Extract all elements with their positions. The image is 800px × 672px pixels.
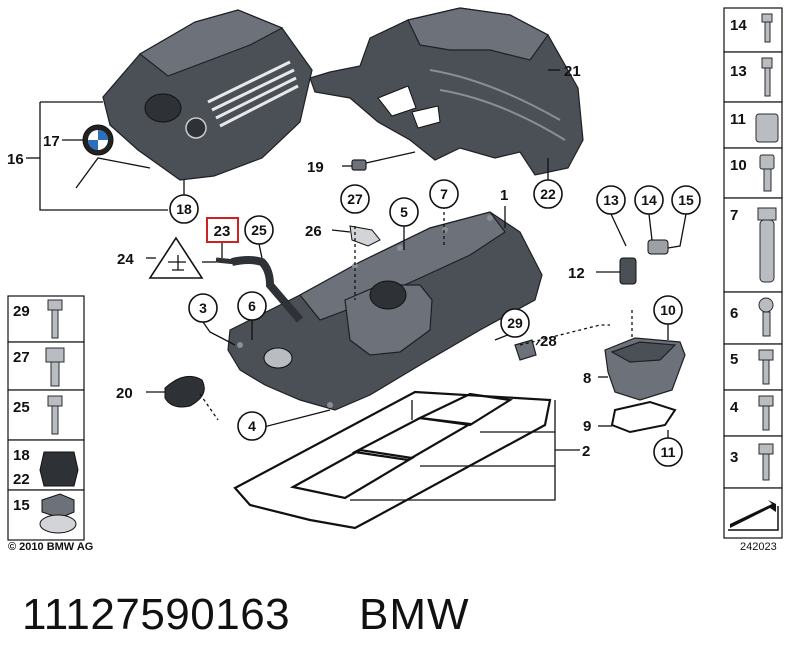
callout-16: 16 [7, 151, 24, 168]
callout-21: 21 [564, 63, 581, 80]
left-legend [7, 295, 85, 541]
callout-23: 23 [214, 223, 231, 240]
valve-12-illustration [619, 239, 669, 285]
callout-4: 4 [248, 418, 256, 434]
callout-27-circle: 27 [340, 184, 370, 214]
callout-2: 2 [582, 443, 590, 460]
callout-15-circle: 15 [671, 185, 701, 215]
drawing-number: 242023 [740, 541, 777, 553]
legend-15: 15 [13, 497, 30, 514]
callout-7: 7 [440, 186, 448, 202]
brand-name: BMW [359, 590, 470, 639]
callout-29-circle: 29 [500, 308, 530, 338]
right-legend [723, 7, 783, 539]
callout-11: 11 [661, 444, 676, 460]
callout-5: 5 [400, 204, 408, 220]
callout-19: 19 [307, 159, 324, 176]
callout-26: 26 [305, 223, 322, 240]
callout-28: 28 [540, 333, 557, 350]
callout-11-circle: 11 [653, 437, 683, 467]
callout-18: 18 [176, 201, 192, 217]
callout-14: 14 [641, 192, 657, 208]
legend-6: 6 [730, 305, 738, 322]
legend-3: 3 [730, 449, 738, 466]
callout-15: 15 [678, 192, 694, 208]
callout-10-circle: 10 [653, 295, 683, 325]
legend-29: 29 [13, 303, 30, 320]
legend-25: 25 [13, 399, 30, 416]
bmw-emblem-icon [82, 124, 114, 156]
legend-18: 18 [13, 447, 30, 464]
callout-25: 25 [251, 222, 267, 238]
callout-3: 3 [199, 300, 207, 316]
callout-6: 6 [248, 298, 256, 314]
legend-7: 7 [730, 207, 738, 224]
legend-13: 13 [730, 63, 747, 80]
callout-25-circle: 25 [244, 215, 274, 245]
oil-separator-illustration [604, 337, 686, 434]
callout-22: 22 [540, 186, 556, 202]
callout-18-circle: 18 [169, 194, 199, 224]
callout-29: 29 [507, 315, 523, 331]
legend-27: 27 [13, 349, 30, 366]
clip-28-illustration [514, 339, 537, 361]
callout-27: 27 [347, 191, 363, 207]
callout-9: 9 [583, 418, 591, 435]
callout-7-circle: 7 [429, 179, 459, 209]
legend-4: 4 [730, 399, 739, 416]
legend-14: 14 [730, 17, 747, 34]
parts-diagram: 16 17 19 21 24 26 1 12 28 20 8 9 2 18 22… [7, 7, 783, 541]
callout-3-circle: 3 [188, 293, 218, 323]
gasket-set-illustration [233, 390, 552, 530]
legend-22: 22 [13, 471, 30, 488]
callout-8: 8 [583, 370, 591, 387]
part-number: 11127590163 [22, 590, 291, 639]
callout-13: 13 [603, 192, 619, 208]
clip-19-illustration [351, 159, 367, 171]
callout-20: 20 [116, 385, 133, 402]
acoustic-cover-illustration [309, 7, 584, 176]
callout-1: 1 [500, 187, 508, 204]
callout-5-circle: 5 [389, 197, 419, 227]
callout-22-circle: 22 [533, 179, 563, 209]
callout-17: 17 [43, 133, 60, 150]
legend-10: 10 [730, 157, 747, 174]
callout-23-highlight: 23 [206, 217, 239, 243]
callout-13-circle: 13 [596, 185, 626, 215]
callout-24: 24 [117, 251, 134, 268]
callout-4-circle: 4 [237, 411, 267, 441]
legend-5: 5 [730, 351, 738, 368]
copyright-notice: © 2010 BMW AG [8, 541, 94, 553]
callout-6-circle: 6 [237, 291, 267, 321]
cylinder-head-cover-illustration [227, 211, 543, 411]
callout-12: 12 [568, 265, 585, 282]
legend-11: 11 [730, 111, 746, 128]
engine-cover-illustration [102, 9, 313, 181]
callout-10: 10 [660, 302, 676, 318]
callout-14-circle: 14 [634, 185, 664, 215]
warning-triangle-icon [148, 236, 204, 279]
